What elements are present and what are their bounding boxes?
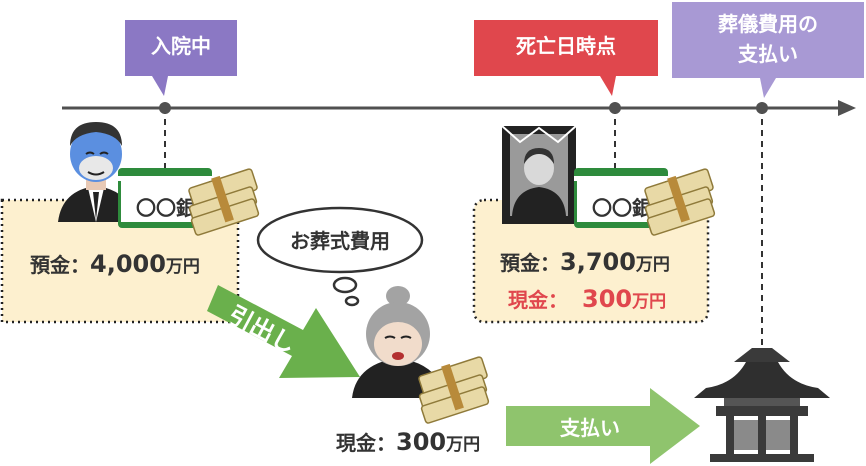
thought-text: お葬式費用 xyxy=(290,229,390,253)
old-woman-icon xyxy=(352,286,444,398)
pay-arrow xyxy=(506,388,700,464)
money-stack-middle-icon xyxy=(418,356,490,424)
left-deposit-text: 預金：4,000万円 xyxy=(30,250,200,278)
hospital-label: 入院中 xyxy=(151,34,211,58)
funeral-label-line2: 支払い xyxy=(738,42,798,66)
pay-arrow-label: 支払い xyxy=(560,416,620,440)
funeral-callout xyxy=(672,2,864,98)
thought-bubble xyxy=(256,206,424,307)
memorial-portrait-icon xyxy=(501,125,577,224)
hospital-point xyxy=(159,102,171,114)
money-stack-right-icon xyxy=(644,168,716,236)
bottom-cash-text: 現金：300万円 xyxy=(336,428,480,456)
right-asset-box xyxy=(472,198,710,324)
death-point xyxy=(609,102,621,114)
bank-text-left: 〇〇銀 xyxy=(136,196,196,220)
timeline-arrowhead xyxy=(838,100,856,116)
death-callout xyxy=(474,20,658,96)
death-label: 死亡日時点 xyxy=(516,34,616,58)
hospital-callout xyxy=(125,20,237,96)
money-stack-left-icon xyxy=(188,168,260,236)
sick-man-icon xyxy=(58,122,134,222)
funeral-point xyxy=(756,102,768,114)
funeral-label-line1: 葬儀費用の xyxy=(718,12,818,36)
right-cash-text: 現金：300万円 xyxy=(508,285,666,313)
right-deposit-text: 預金：3,700万円 xyxy=(500,248,670,276)
withdraw-arrow xyxy=(207,285,360,378)
temple-icon xyxy=(694,348,830,462)
bank-text-right: 〇〇銀 xyxy=(592,196,652,220)
